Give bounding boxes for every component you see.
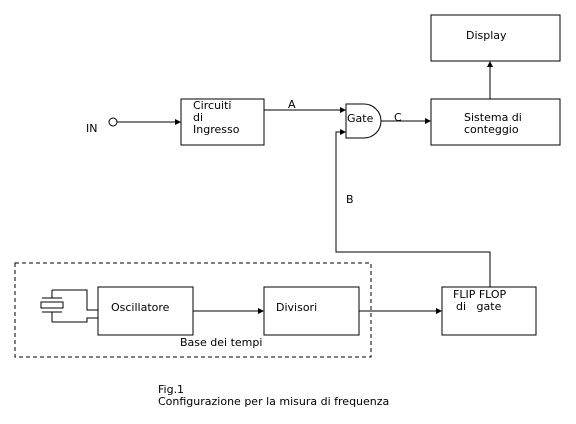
base-tempi-label: Base dei tempi	[180, 336, 262, 349]
input-terminal	[108, 117, 118, 127]
and-gate: Gate	[345, 103, 382, 139]
gate-label: Gate	[347, 112, 374, 125]
signal-a-wire	[264, 107, 346, 113]
signal-a-label: A	[288, 98, 296, 111]
divisori-block: Divisori	[263, 286, 360, 336]
display-label: Display	[466, 29, 507, 42]
figure-number: Fig.1	[158, 383, 184, 396]
signal-b-wire	[335, 129, 491, 287]
display-block: Display	[430, 14, 561, 62]
base-tempi-group	[14, 262, 372, 358]
sistema-label-line1: Sistema di	[464, 111, 522, 124]
oscillatore-to-divisori-wire	[193, 308, 264, 314]
sistema-label-line2: conteggio	[464, 123, 519, 136]
circuiti-label-line3: Ingresso	[193, 123, 240, 136]
divisori-to-flipflop-wire	[359, 308, 442, 314]
signal-c-label: C	[394, 111, 402, 124]
quartz-crystal-icon	[40, 289, 98, 323]
signal-c-wire	[381, 118, 431, 124]
input-label: IN	[86, 122, 97, 135]
flipflop-label-line1: FLIP FLOP	[453, 288, 507, 301]
flipflop-gate-block: FLIP FLOP di gate	[441, 286, 537, 336]
oscillatore-block: Oscillatore	[97, 286, 194, 336]
input-to-circuiti-wire	[117, 119, 181, 125]
sistema-to-display-wire	[487, 61, 493, 99]
circuiti-label-line1: Circuiti	[193, 99, 231, 112]
circuiti-ingresso-block: Circuiti di Ingresso	[180, 98, 265, 146]
flipflop-label-line2: di gate	[456, 300, 502, 313]
sistema-conteggio-block: Sistema di conteggio	[430, 98, 561, 146]
divisori-label: Divisori	[276, 301, 317, 314]
circuiti-label-line2: di	[193, 111, 203, 124]
figure-caption: Configurazione per la misura di frequenz…	[158, 395, 389, 408]
signal-b-label: B	[346, 193, 354, 206]
oscillatore-label: Oscillatore	[111, 301, 170, 314]
